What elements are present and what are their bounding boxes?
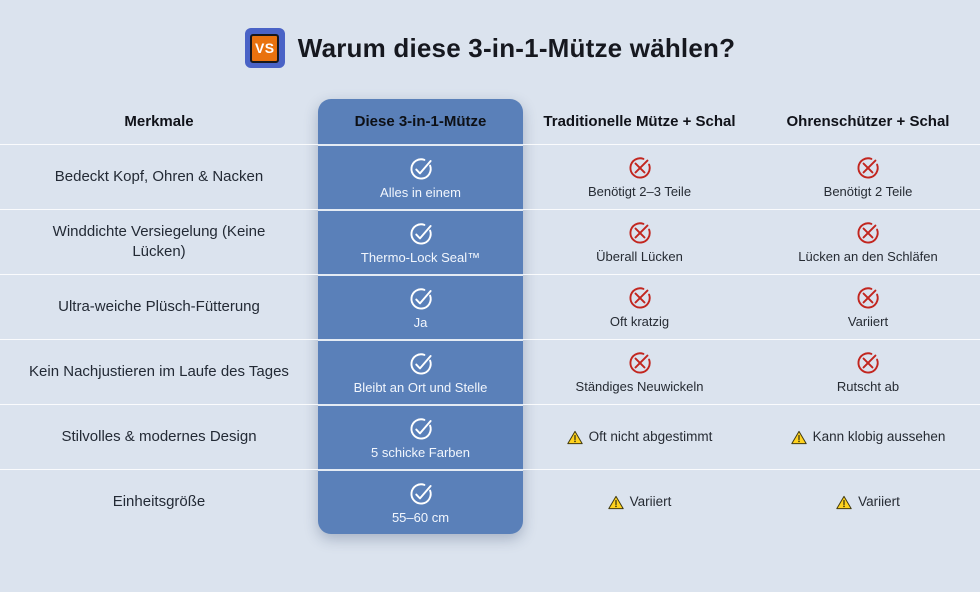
warning-icon [566, 430, 583, 445]
feature-label: Einheitsgröße [0, 469, 318, 534]
check-circle-icon [407, 155, 435, 183]
feature-label: Bedeckt Kopf, Ohren & Nacken [0, 144, 318, 209]
value-label: Lücken an den Schläfen [798, 249, 938, 265]
value-label: Alles in einem [380, 184, 461, 200]
product-value-cell: 5 schicke Farben [318, 404, 523, 469]
column-header-product: Diese 3-in-1-Mütze [354, 113, 487, 130]
page-header: VS Warum diese 3-in-1-Mütze wählen? [0, 0, 980, 90]
value-label: Variiert [858, 493, 900, 509]
check-circle-icon [407, 220, 435, 248]
feature-label: Kein Nachjustieren im Laufe des Tages [0, 339, 318, 404]
earmuffs-value-cell: Variiert [756, 274, 980, 339]
check-circle-icon [407, 285, 435, 313]
product-value-cell: 55–60 cm [318, 469, 523, 534]
traditional-value-cell: Ständiges Neuwickeln [523, 339, 756, 404]
x-circle-icon [854, 349, 882, 377]
check-circle-icon [407, 415, 435, 443]
value-label: Ständiges Neuwickeln [575, 379, 704, 395]
feature-label: Winddichte Versiegelung (Keine Lücken) [0, 209, 318, 274]
warning-icon [607, 495, 624, 510]
vs-badge-label: VS [250, 33, 280, 63]
warning-icon [790, 430, 807, 445]
x-circle-icon [854, 219, 882, 247]
value-label: 55–60 cm [391, 509, 450, 525]
x-circle-icon [626, 154, 654, 182]
comparison-table: Merkmale Traditionelle Mütze + Schal Ohr… [0, 99, 980, 534]
x-circle-icon [626, 349, 654, 377]
feature-label: Stilvolles & modernes Design [0, 404, 318, 469]
traditional-value-cell: Oft kratzig [523, 274, 756, 339]
value-label: Benötigt 2–3 Teile [587, 184, 692, 200]
x-circle-icon [626, 219, 654, 247]
traditional-value-cell: Benötigt 2–3 Teile [523, 144, 756, 209]
value-label: Variiert [847, 314, 889, 330]
value-label: 5 schicke Farben [371, 444, 470, 460]
earmuffs-value-cell: Variiert [756, 469, 980, 534]
value-label: Oft nicht abgestimmt [588, 428, 713, 444]
x-circle-icon [854, 284, 882, 312]
column-header-earmuffs: Ohrenschützer + Schal [786, 113, 950, 130]
x-circle-icon [626, 284, 654, 312]
warning-icon [836, 495, 852, 510]
x-circle-icon [854, 154, 882, 182]
product-value-cell: Alles in einem [318, 144, 523, 209]
vs-badge-icon: VS [244, 28, 285, 68]
value-label: Kann klobig aussehen [812, 428, 946, 444]
product-value-cell: Ja [318, 274, 523, 339]
traditional-value-cell: Oft nicht abgestimmt [523, 404, 756, 469]
earmuffs-value-cell: Benötigt 2 Teile [756, 144, 980, 209]
product-value-cell: Bleibt an Ort und Stelle [318, 339, 523, 404]
value-label: Überall Lücken [596, 249, 683, 265]
traditional-value-cell: Überall Lücken [523, 209, 756, 274]
earmuffs-value-cell: Kann klobig aussehen [756, 404, 980, 469]
check-circle-icon [407, 350, 435, 378]
page-title: Warum diese 3-in-1-Mütze wählen? [297, 32, 736, 63]
value-label: Ja [413, 314, 428, 330]
traditional-value-cell: Variiert [523, 469, 756, 534]
value-label: Rutscht ab [836, 379, 900, 395]
value-label: Thermo-Lock Seal™ [360, 249, 481, 265]
value-label: Benötigt 2 Teile [823, 184, 913, 200]
column-header-merkmale: Merkmale [124, 113, 194, 130]
value-label: Oft kratzig [609, 314, 670, 330]
product-value-cell: Thermo-Lock Seal™ [318, 209, 523, 274]
column-header-traditional: Traditionelle Mütze + Schal [543, 113, 736, 130]
value-label: Variiert [629, 493, 672, 509]
value-label: Bleibt an Ort und Stelle [353, 379, 488, 395]
check-circle-icon [407, 480, 435, 508]
earmuffs-value-cell: Rutscht ab [756, 339, 980, 404]
earmuffs-value-cell: Lücken an den Schläfen [756, 209, 980, 274]
feature-label: Ultra-weiche Plüsch-Fütterung [0, 274, 318, 339]
